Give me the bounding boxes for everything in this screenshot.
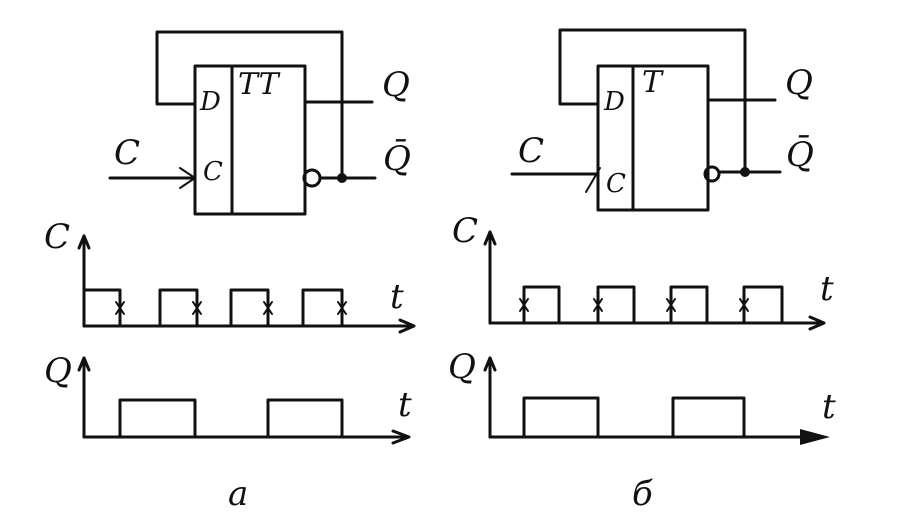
q-waveform-b: [522, 396, 746, 439]
clock-pulse: [158, 288, 199, 328]
clock-input-label-a: C: [114, 133, 140, 173]
feedback-wire-a: [155, 30, 344, 180]
caption-a: а: [228, 474, 248, 514]
inversion-bubble-b: [703, 165, 721, 183]
q-pulse: [522, 396, 600, 439]
q-t-label-b: t: [822, 387, 836, 427]
clock-edge-marker: [739, 292, 749, 318]
clock-edge-marker: [666, 292, 676, 318]
clock-edge-marker: [192, 295, 202, 321]
q-pulse: [671, 396, 746, 439]
clock-edge-marker: [115, 295, 125, 321]
pin-c-label-a: C: [203, 157, 223, 187]
pin-d-label-a: D: [199, 87, 221, 117]
feedback-wire-b: [558, 28, 747, 174]
panel-b: T D C Q Q̄ C C t Q t б: [448, 28, 836, 514]
clock-edge-marker: [593, 292, 603, 318]
clock-pulse: [522, 285, 561, 325]
clock-pulse: [742, 285, 784, 325]
box-title-b: T: [642, 65, 664, 100]
clock-axis-label-a: C: [44, 217, 70, 257]
q-axis-label-a: Q: [44, 351, 72, 391]
qbar-output-label-b: Q̄: [786, 134, 814, 175]
dynamic-input-mark-a: [179, 167, 196, 179]
clock-pulse: [669, 285, 709, 325]
clock-edge-marker: [337, 295, 347, 321]
clock-t-label-b: t: [820, 269, 834, 309]
q-pulse: [118, 398, 197, 439]
q-t-label-a: t: [398, 385, 412, 425]
clock-edge-marker: [263, 295, 273, 321]
q-waveform-a: [118, 398, 344, 439]
q-output-label-b: Q: [785, 63, 813, 103]
q-axis-label-b: Q: [448, 347, 476, 387]
pin-d-label-b: D: [603, 87, 625, 117]
clock-edge-marker: [519, 292, 529, 318]
box-title-a: TT: [238, 67, 281, 102]
clock-waveform-b: [519, 285, 784, 325]
clock-pulse: [229, 288, 270, 328]
clock-axis-label-b: C: [452, 211, 478, 251]
clock-waveform-a: [82, 288, 347, 328]
caption-b: б: [632, 474, 653, 514]
dynamic-input-mark-b: [585, 167, 601, 193]
clock-t-label-a: t: [390, 277, 404, 317]
clock-input-label-b: C: [518, 131, 544, 171]
panel-a: TT D C Q Q̄ C C t Q t а: [44, 30, 416, 514]
clock-pulse: [82, 288, 122, 328]
pin-c-label-b: C: [606, 169, 626, 199]
flipflop-box-b: [596, 64, 710, 212]
flipflop-box-a: [193, 64, 307, 216]
clock-pulse: [596, 285, 636, 325]
q-output-label-a: Q: [382, 65, 410, 105]
qbar-output-label-a: Q̄: [383, 138, 411, 179]
clock-pulse: [301, 288, 344, 328]
q-pulse: [266, 398, 344, 439]
